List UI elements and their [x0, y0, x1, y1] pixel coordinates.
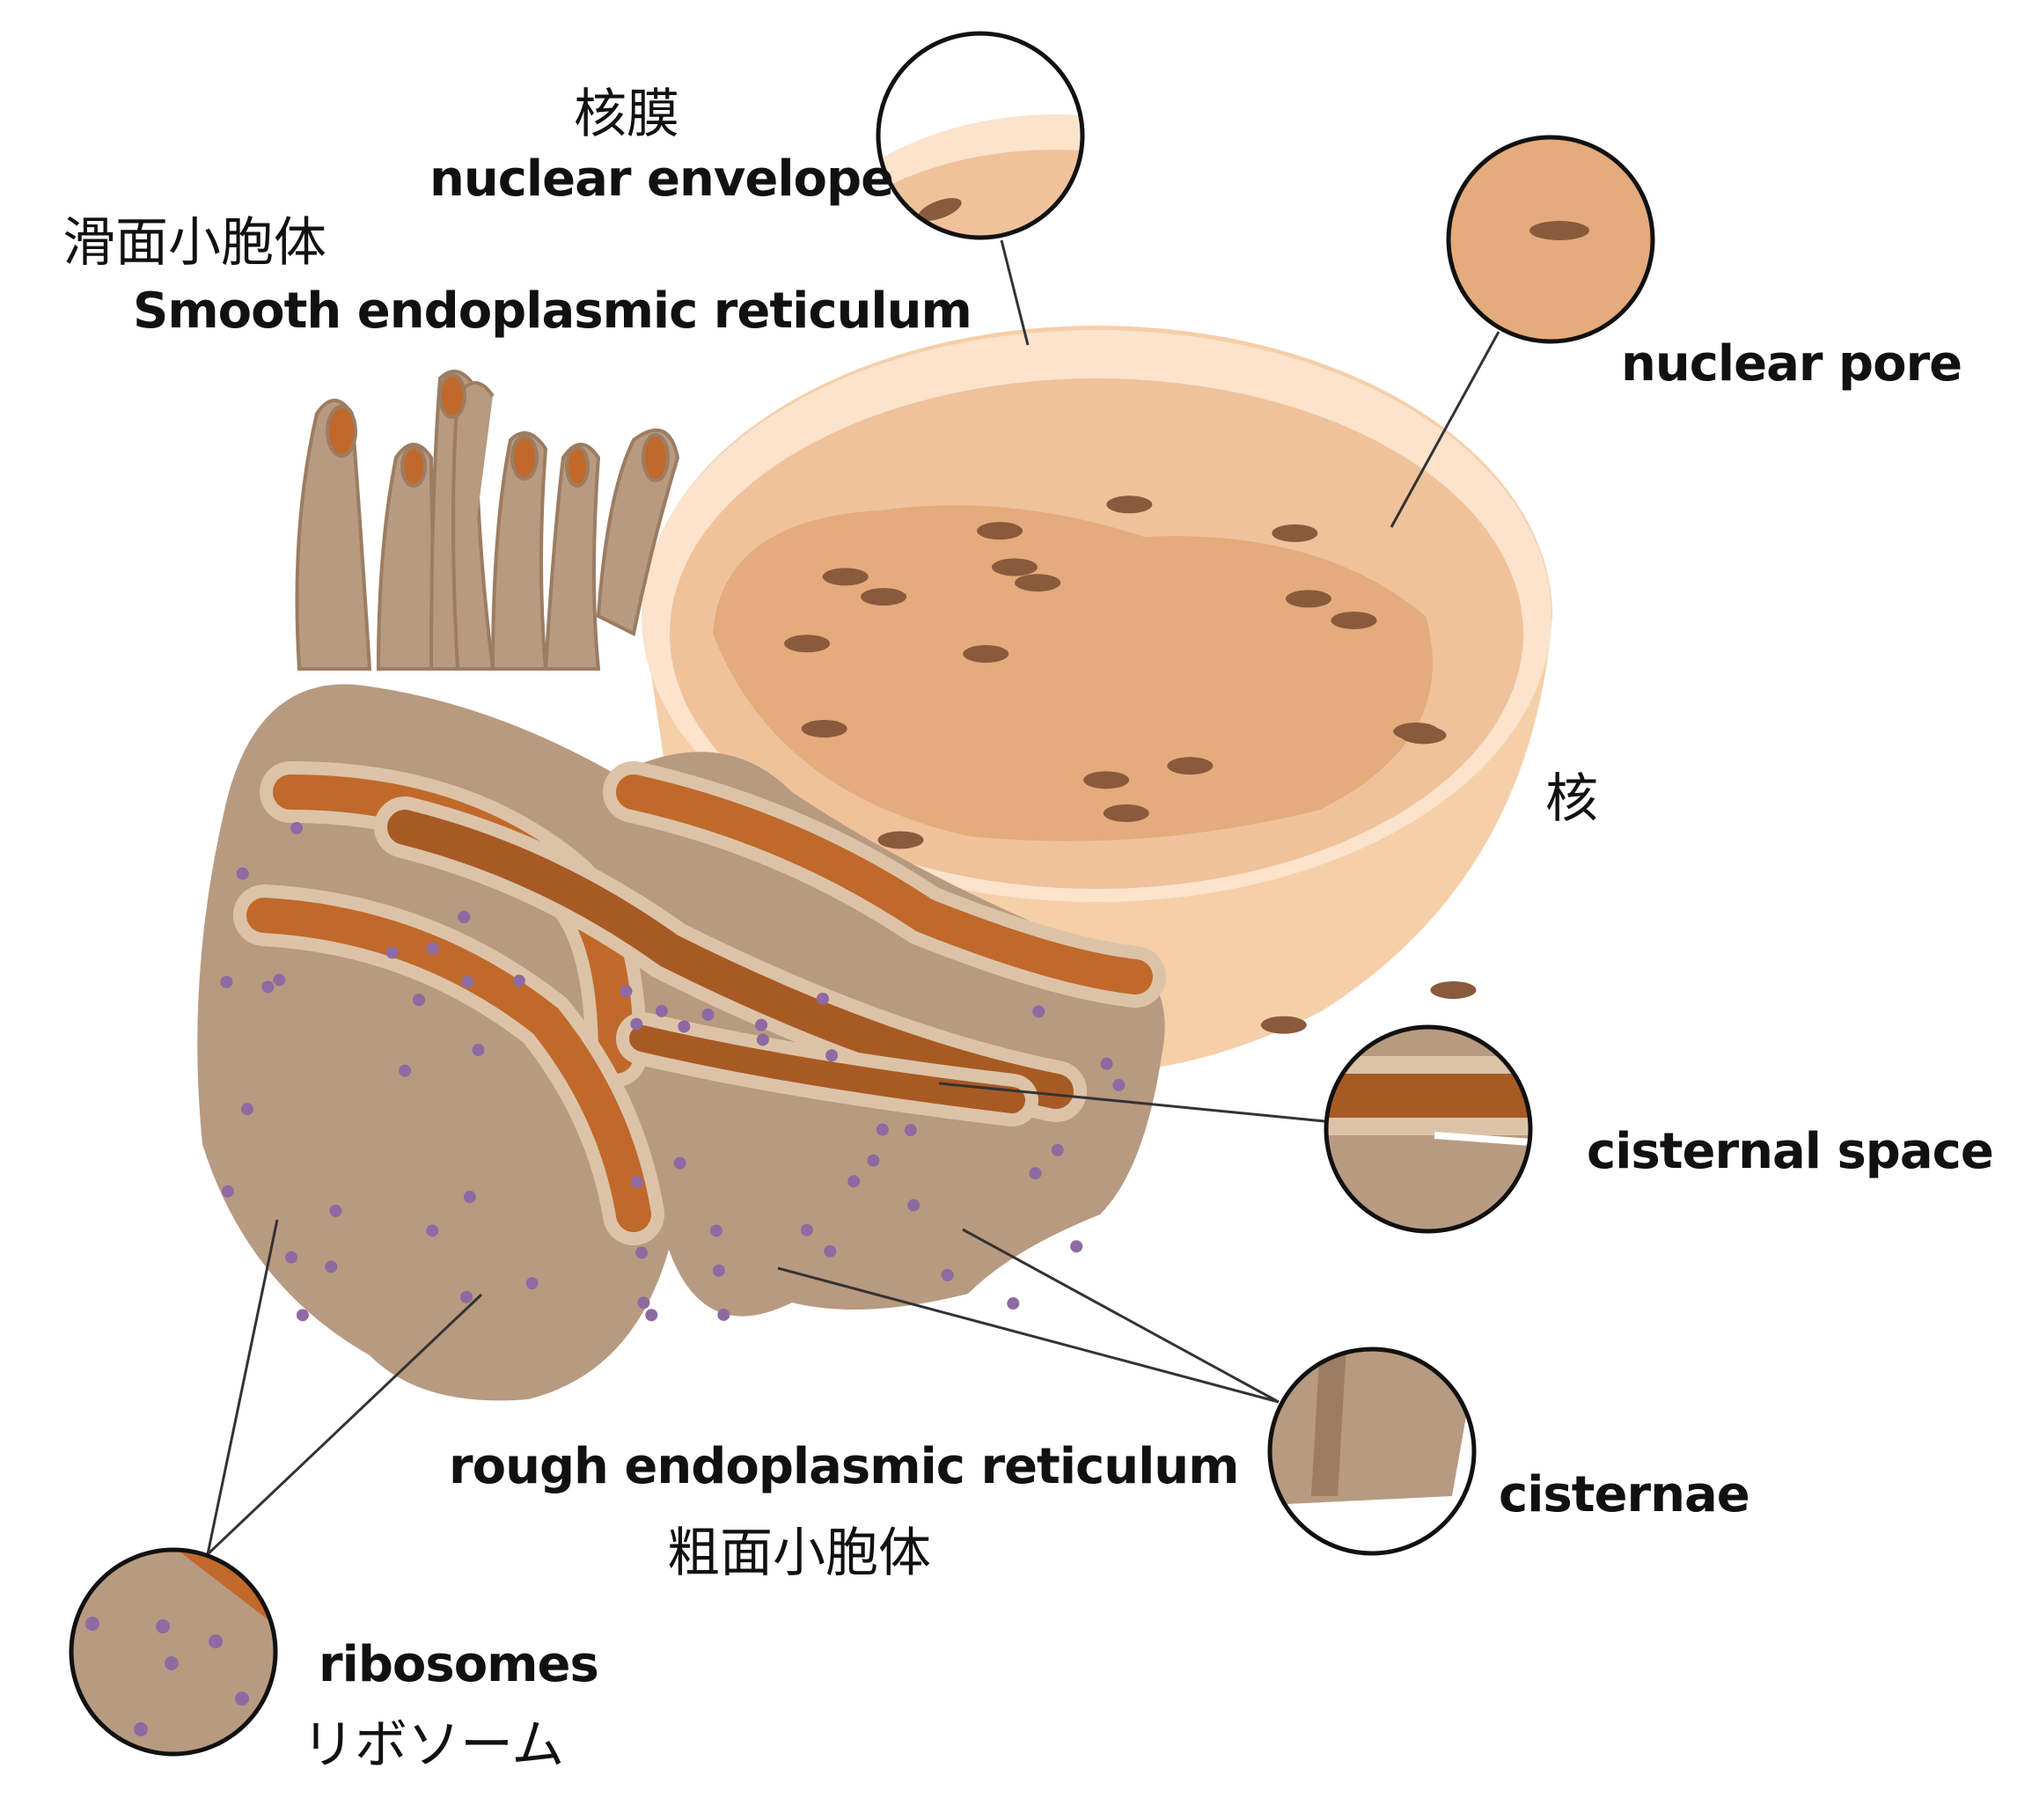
ribosome-dot	[385, 946, 399, 959]
ribosome-dot	[472, 1043, 485, 1056]
ribosome-dot	[463, 1190, 476, 1203]
ribosomes-label: ribosomes	[319, 1636, 598, 1693]
ribosome-dot	[261, 980, 275, 994]
ribosome-dot	[635, 1246, 649, 1259]
rough-er-label-jp: 粗面小胞体	[667, 1523, 931, 1584]
ribosome-dot	[458, 911, 471, 924]
nuclear-pore-mark	[861, 588, 907, 606]
nuclear-pore-mark	[1106, 495, 1153, 514]
nucleus-label-jp: 核	[1545, 768, 1598, 830]
ribosome-dot	[236, 867, 249, 880]
nuclear-pore-label: nuclear pore	[1621, 335, 1962, 393]
ribosome-dot	[712, 1264, 725, 1277]
ribosome-dot	[221, 1185, 234, 1198]
ribosome-dot	[655, 1004, 668, 1017]
ribosome-dot	[620, 985, 633, 998]
nuclear-envelope-label: nuclear envelope	[429, 150, 893, 208]
ribosome-dot	[847, 1175, 861, 1188]
zoom-cisternae	[1267, 1347, 1477, 1556]
ribosome-dot	[876, 1123, 889, 1136]
ribosome-dot	[1029, 1167, 1042, 1180]
ribosome-dot	[824, 1244, 837, 1258]
ribosome-dot	[426, 1224, 439, 1237]
ribosome-dot	[1032, 1005, 1045, 1018]
ribosome-dot	[399, 1064, 412, 1077]
ribosome-dot	[426, 942, 439, 955]
nuclear-pore-mark	[1430, 980, 1477, 999]
zoom-ribosomes	[69, 1547, 278, 1757]
smooth-er-label: Smooth endoplasmic reticulum	[133, 283, 972, 340]
ribosome-dot	[512, 974, 525, 987]
nuclear-pore-mark	[1167, 757, 1214, 775]
nuclear-pore-mark	[1272, 524, 1318, 542]
nuclear-envelope-label-jp: 核膜	[574, 84, 679, 145]
ribosome-dot	[525, 1277, 539, 1290]
ribosome-dot	[1007, 1297, 1020, 1310]
ribosome-dot	[907, 1199, 920, 1212]
ribosome-dot	[701, 1008, 715, 1021]
nuclear-pore-mark	[1400, 726, 1447, 745]
ribosome-dot	[756, 1033, 769, 1046]
ribosome-dot	[285, 1251, 298, 1264]
nuclear-pore-mark	[1331, 611, 1377, 629]
ribosome-dot	[329, 1204, 342, 1217]
ribosome-dot	[941, 1268, 954, 1281]
ribosome-dot	[240, 1103, 253, 1116]
ribosome-dot	[904, 1124, 917, 1137]
ribosome-dot	[630, 1017, 643, 1031]
smooth-er-label-jp: 滑面小胞体	[62, 212, 326, 274]
nuclear-pore-mark	[801, 720, 847, 738]
ribosome-dot	[816, 992, 829, 1005]
ribosome-dot	[273, 973, 286, 987]
nuclear-pore-mark	[877, 831, 924, 849]
ribosome-dot	[1070, 1240, 1083, 1253]
ribosome-dot	[645, 1309, 658, 1322]
ribosomes-label-jp: リボソーム	[302, 1714, 564, 1776]
nuclear-pore-mark	[1083, 771, 1130, 789]
rough-er	[197, 684, 1166, 1401]
nuclear-pore-mark	[822, 568, 869, 586]
cisternae-label: cisternae	[1499, 1466, 1749, 1523]
nuclear-pore-mark	[963, 645, 1009, 664]
ribosome-dot	[673, 1156, 686, 1170]
cisternal-space-label: cisternal space	[1587, 1123, 1993, 1180]
ribosome-dot	[461, 975, 474, 988]
rough-er-label: rough endoplasmic reticulum	[449, 1438, 1239, 1495]
ribosome-dot	[867, 1154, 880, 1167]
ribosome-dot	[412, 994, 425, 1007]
ribosome-dot	[220, 975, 233, 988]
nuclear-pore-mark	[1285, 590, 1331, 608]
ribosome-dot	[325, 1260, 338, 1273]
nuclear-pore-mark	[784, 635, 831, 653]
nuclear-pore-mark	[991, 558, 1038, 576]
ribosome-dots	[220, 822, 1126, 1322]
zoom-cisternal-space	[1324, 1024, 1533, 1234]
ribosome-dot	[637, 1296, 650, 1310]
nuclear-pore-mark	[1260, 1016, 1307, 1034]
zoom-nuclear-pore	[1446, 135, 1655, 344]
ribosome-dot	[678, 1020, 691, 1033]
ribosome-dot	[755, 1018, 768, 1031]
ribosome-dot	[1051, 1143, 1064, 1156]
nuclear-pore-mark	[1015, 574, 1061, 592]
ribosome-dot	[460, 1290, 473, 1303]
ribosome-dot	[825, 1049, 839, 1062]
ribosome-dot	[717, 1308, 730, 1321]
ribosome-dot	[1100, 1057, 1113, 1070]
ribosome-dot	[1112, 1078, 1126, 1091]
nuclear-pore-mark	[977, 522, 1023, 540]
ribosome-dot	[709, 1224, 722, 1237]
ribosome-dot	[290, 822, 304, 835]
nuclear-pore-mark	[1103, 804, 1149, 823]
ribosome-dot	[800, 1223, 813, 1237]
leader-lines	[206, 239, 1500, 1556]
ribosome-dot	[630, 1176, 643, 1189]
ribosome-dot	[296, 1309, 309, 1322]
smooth-er	[295, 370, 680, 671]
